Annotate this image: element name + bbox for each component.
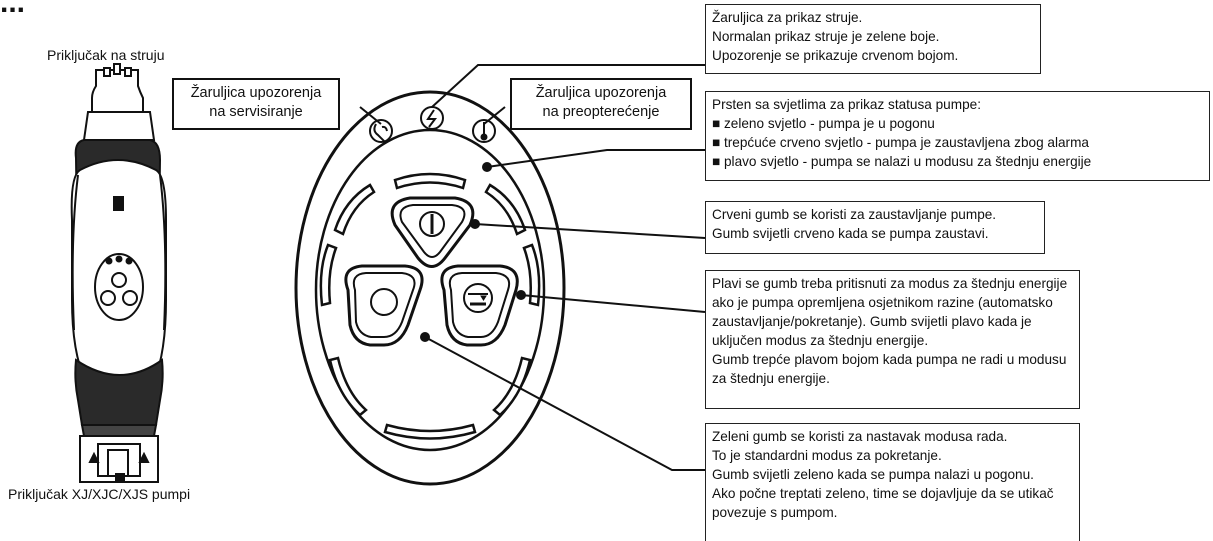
controller-plug <box>70 63 167 483</box>
power-connector-caption: Priključak na struju <box>47 47 165 63</box>
green-button-line-4: Ako počne treptati zeleno, time se dojav… <box>712 486 1054 520</box>
status-ring-heading: Prsten sa svjetlima za prikaz statusa pu… <box>712 97 981 112</box>
bullet: ■ <box>712 116 721 131</box>
start-button <box>344 264 424 347</box>
status-ring-callout: Prsten sa svjetlima za prikaz statusa pu… <box>705 91 1210 181</box>
red-button-line-2: Gumb svijetli crveno kada se pumpa zaust… <box>712 226 989 241</box>
blue-button-paragraph-2: Gumb trepće plavom bojom kada pumpa ne r… <box>712 352 1067 386</box>
pump-connector-caption: Priključak XJ/XJC/XJS pumpi <box>8 486 191 502</box>
red-button-line-1: Crveni gumb se koristi za zaustavljanje … <box>712 207 997 222</box>
service-warning-lamp <box>369 119 393 143</box>
leader-lines <box>359 64 706 471</box>
status-ring-item-blue: ■ plavo svjetlo - pumpa se nalazi u modu… <box>712 152 1203 171</box>
overload-warning-line-2: na preopterećenje <box>542 104 660 120</box>
power-lamp-line-2: Normalan prikaz struje je zelene boje. <box>712 29 940 44</box>
eco-button <box>440 264 519 347</box>
status-ring-item-green: ■ zeleno svjetlo - pumpa je u pogonu <box>712 114 1203 133</box>
power-lamp <box>420 106 444 130</box>
service-warning-label: Žaruljica upozorenja na servisiranje <box>172 78 340 130</box>
overload-warning-lamp <box>472 119 496 143</box>
blue-button-callout: Plavi se gumb treba pritisnuti za modus … <box>705 270 1080 409</box>
bullet: ■ <box>712 154 721 169</box>
blue-button-paragraph-1: Plavi se gumb treba pritisnuti za modus … <box>712 276 1068 348</box>
green-button-line-2: To je standardni modus za pokretanje. <box>712 448 942 463</box>
green-button-line-3: Gumb svijetli zeleno kada se pumpa nalaz… <box>712 467 1034 482</box>
green-button-line-1: Zeleni gumb se koristi za nastavak modus… <box>712 429 1008 444</box>
stop-button <box>390 196 475 268</box>
overload-warning-line-1: Žaruljica upozorenja <box>535 85 667 101</box>
control-panel <box>294 90 566 486</box>
status-ring-item-text: plavo svjetlo - pumpa se nalazi u modusu… <box>724 154 1092 169</box>
leader-dots <box>420 162 526 342</box>
red-button-callout: Crveni gumb se koristi za zaustavljanje … <box>705 201 1045 254</box>
power-lamp-callout: Žaruljica za prikaz struje. Normalan pri… <box>705 4 1041 74</box>
overload-warning-label: Žaruljica upozorenja na preopterećenje <box>510 78 692 130</box>
service-warning-line-2: na servisiranje <box>209 104 303 120</box>
service-warning-line-1: Žaruljica upozorenja <box>190 85 322 101</box>
status-ring-item-red: ■ trepćuće crveno svjetlo - pumpa je zau… <box>712 133 1203 152</box>
power-lamp-line-3: Upozorenje se prikazuje crvenom bojom. <box>712 48 959 63</box>
power-lamp-line-1: Žaruljica za prikaz struje. <box>712 10 863 25</box>
status-ring-item-text: zeleno svjetlo - pumpa je u pogonu <box>724 116 935 131</box>
bullet: ■ <box>712 135 721 150</box>
green-button-callout: Zeleni gumb se koristi za nastavak modus… <box>705 423 1080 541</box>
status-ring-item-text: trepćuće crveno svjetlo - pumpa je zaust… <box>724 135 1089 150</box>
page-title-fragment: ... <box>0 0 26 19</box>
